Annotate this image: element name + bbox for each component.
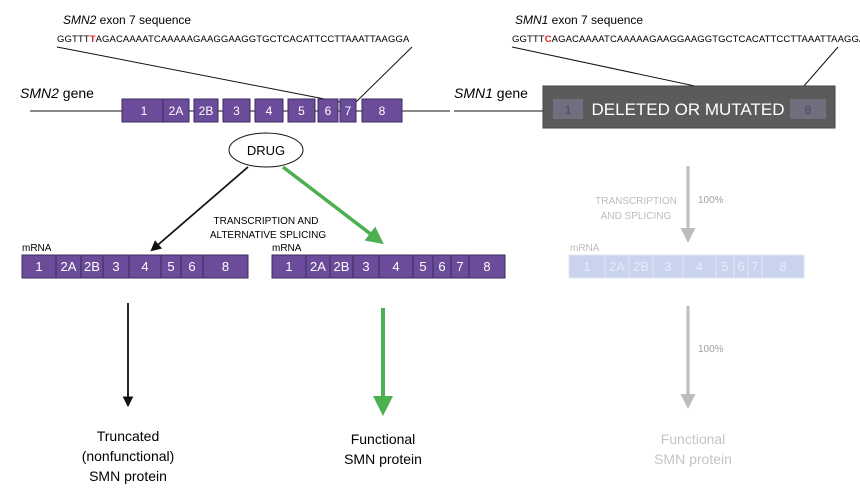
smn2-exon-label-3: 3 — [233, 104, 240, 118]
smn2-exon-label-7: 7 — [345, 104, 352, 118]
smn2-exon-label-2b: 2B — [199, 104, 214, 118]
mrna-left-exon-label-4: 4 — [141, 259, 148, 274]
protein-functional-right-line1: Functional — [661, 431, 726, 447]
smn2-exon-5 — [287, 98, 316, 123]
protein-functional-right-line2: SMN protein — [654, 451, 732, 467]
deleted-mutated-box — [542, 85, 836, 129]
mrna-middle-exon-8 — [468, 254, 506, 279]
mrna-left-exon-label-8: 8 — [222, 259, 229, 274]
deleted-exon-8 — [790, 99, 826, 119]
smn2-exon-8 — [361, 98, 403, 123]
arrow-drug-to-full-mrna — [281, 165, 384, 245]
right-transcription-line2: AND SPLICING — [601, 211, 672, 222]
mrna-middle-exon-label-1: 1 — [285, 259, 292, 274]
smn1-gene-label: SMN1 gene — [454, 85, 528, 101]
mrna-middle-exon-label-8: 8 — [483, 259, 490, 274]
smn2-exon-label-4: 4 — [266, 104, 273, 118]
deleted-exon-1-label: 1 — [565, 103, 572, 117]
percent-bottom: 100% — [698, 344, 724, 355]
smn2-zoom-line-right — [355, 46, 413, 103]
smn2-exon-4 — [254, 98, 284, 123]
protein-functional-middle-line1: Functional — [351, 431, 416, 447]
smn2-exon-label-1: 1 — [141, 104, 148, 118]
smn2-exon-2b — [193, 98, 219, 123]
mrna-middle-exon-label-3: 3 — [362, 259, 369, 274]
splicing-label-line2: ALTERNATIVE SPLICING — [210, 230, 327, 241]
mrna-left-exon-label-5: 5 — [167, 259, 174, 274]
smn2-exon-label-2a: 2A — [169, 104, 184, 118]
mrna-label-middle: mRNA — [272, 243, 302, 254]
smn1-exon7-sequence: GGTTTCAGACAAAATCAAAAAGAAGGAAGGTGCTCACATT… — [512, 34, 860, 45]
smn2-sequence-header: SMN2 exon 7 sequence — [63, 13, 191, 27]
protein-truncated-line2: (nonfunctional) — [82, 448, 175, 464]
deleted-exon-1 — [553, 99, 583, 119]
mrna-middle-exon-label-4: 4 — [392, 259, 399, 274]
mrna-right-exon-label-3: 3 — [664, 259, 671, 274]
mrna-label-right: mRNA — [570, 243, 600, 254]
right-transcription-line1: TRANSCRIPTION — [595, 196, 677, 207]
mrna-right-exon-label-2a: 2A — [609, 259, 625, 274]
splicing-label-line1: TRANSCRIPTION AND — [213, 216, 318, 227]
smn2-exon-label-6: 6 — [325, 104, 332, 118]
mrna-right-exon-8 — [761, 254, 805, 279]
mrna-left-exon-label-3: 3 — [112, 259, 119, 274]
smn2-exon-2a — [162, 98, 190, 123]
drug-label: DRUG — [247, 143, 285, 158]
mrna-label-left: mRNA — [22, 243, 52, 254]
smn2-exon-label-5: 5 — [298, 104, 305, 118]
mrna-right-exon-label-4: 4 — [696, 259, 703, 274]
smn2-zoom-line-left — [56, 46, 341, 103]
smn1-sequence-header: SMN1 exon 7 sequence — [515, 13, 643, 27]
mrna-left-exon-label-6: 6 — [188, 259, 195, 274]
mrna-middle-exon-label-5: 5 — [419, 259, 426, 274]
arrow-drug-to-truncated-mrna — [150, 166, 249, 252]
smn2-exon-3 — [222, 98, 251, 123]
smn2-exon7-sequence: GGTTTTAGACAAAATCAAAAAGAAGGAAGGTGCTCACATT… — [57, 34, 410, 45]
deleted-label: DELETED OR MUTATED — [592, 100, 785, 119]
mrna-left-exon-label-1: 1 — [35, 259, 42, 274]
smn2-gene-label: SMN2 gene — [20, 85, 94, 101]
mrna-right-exon-label-7: 7 — [751, 259, 758, 274]
mrna-right-exon-label-8: 8 — [779, 259, 786, 274]
mrna-right-exon-label-5: 5 — [721, 259, 728, 274]
percent-top: 100% — [698, 195, 724, 206]
smn2-exon-6 — [317, 98, 339, 123]
mrna-right-exon-label-1: 1 — [583, 259, 590, 274]
deleted-exon-8-label: 8 — [805, 103, 812, 117]
smn2-exon-label-8: 8 — [379, 104, 386, 118]
protein-functional-middle-line2: SMN protein — [344, 451, 422, 467]
mrna-middle-exon-label-2a: 2A — [310, 259, 326, 274]
mrna-left-exon-8 — [202, 254, 249, 279]
mrna-left-exon-label-2a: 2A — [61, 259, 77, 274]
mrna-right-exon-label-6: 6 — [737, 259, 744, 274]
mrna-middle-exon-label-2b: 2B — [334, 259, 350, 274]
smn2-exon-7 — [339, 98, 357, 123]
mrna-middle-exon-label-6: 6 — [438, 259, 445, 274]
mrna-right-exon-label-2b: 2B — [633, 259, 649, 274]
mrna-left-exon-label-2b: 2B — [84, 259, 100, 274]
drug-ellipse — [228, 132, 304, 168]
mrna-middle-exon-label-7: 7 — [456, 259, 463, 274]
protein-truncated-line3: SMN protein — [89, 468, 167, 484]
protein-truncated-line1: Truncated — [97, 428, 160, 444]
